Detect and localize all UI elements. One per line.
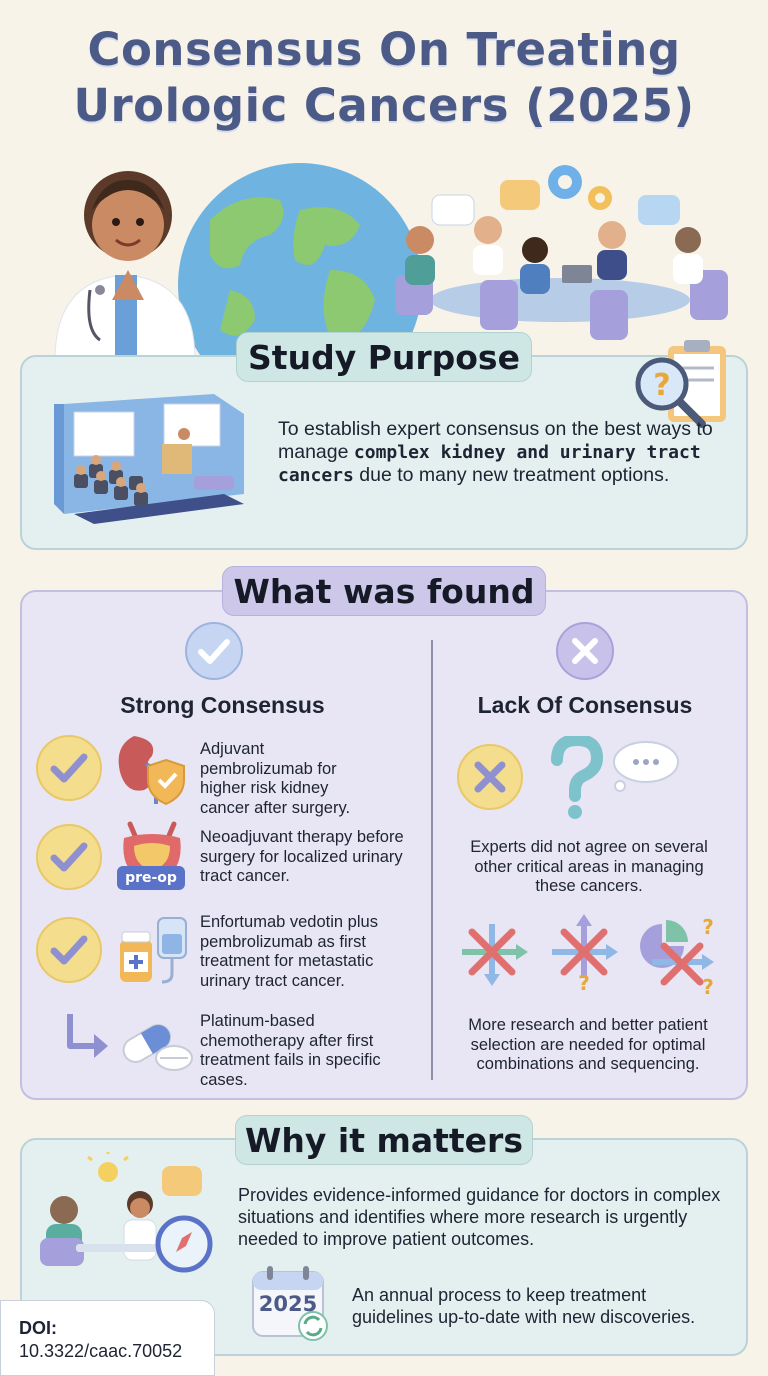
x-badge-icon xyxy=(457,744,523,810)
crossed-arrows-icon xyxy=(462,924,528,986)
doi-label: DOI: xyxy=(19,1318,57,1338)
doctor-illustration xyxy=(54,171,196,360)
medicine-iv-bag-icon xyxy=(120,917,187,984)
check-badge-icon xyxy=(36,735,102,801)
calendar-icon xyxy=(252,1266,328,1341)
team-meeting-illustration xyxy=(395,216,728,340)
kidney-shield-icon xyxy=(118,736,185,806)
pre-op-badge: pre-op xyxy=(117,866,185,890)
conference-room-illustration xyxy=(54,394,244,524)
what-was-found-heading: What was found xyxy=(222,566,546,616)
clipboard-magnifier-icon: ? xyxy=(635,340,726,428)
globe-icon xyxy=(178,163,422,360)
doi-box: DOI: 10.3322/caac.70052 xyxy=(0,1300,215,1376)
svg-text:?: ? xyxy=(702,915,714,939)
why-it-matters-heading: Why it matters xyxy=(235,1115,533,1165)
study-purpose-text-part-2: due to many new treatment options. xyxy=(353,464,670,486)
column-divider xyxy=(431,640,433,1080)
doctor-patient-consultation-illustration xyxy=(40,1152,213,1273)
why-it-matters-text-2: An annual process to keep treatment guid… xyxy=(352,1285,696,1327)
svg-text:?: ? xyxy=(653,368,670,403)
lack-text-2: More research and better patient selecti… xyxy=(468,1016,708,1073)
arrow-return-icon xyxy=(67,1014,108,1058)
study-purpose-text-bold: complex kidney and urinary tract cancers xyxy=(278,442,701,486)
study-purpose-text: To establish expert consensus on the bes… xyxy=(278,418,718,487)
calendar-year: 2025 xyxy=(258,1292,318,1316)
why-it-matters-text-1: Provides evidence-informed guidance for … xyxy=(238,1185,721,1249)
svg-text:?: ? xyxy=(578,971,590,992)
hero-illustration xyxy=(54,163,728,360)
thought-bubble-icon xyxy=(613,741,679,792)
check-badge-icon xyxy=(36,824,102,890)
svg-text:?: ? xyxy=(702,975,714,996)
gear-icon xyxy=(548,165,612,210)
strong-item-4-text: Platinum-based chemotherapy after first … xyxy=(200,1012,381,1089)
study-purpose-heading: Study Purpose xyxy=(236,332,532,382)
title-line-1: Consensus On Treating xyxy=(87,23,681,76)
strong-consensus-heading: Strong Consensus xyxy=(120,692,325,718)
question-mark-icon xyxy=(551,736,604,819)
lack-text-1: Experts did not agree on several other c… xyxy=(470,838,708,895)
page-title: Consensus On Treating Urologic Cancers (… xyxy=(0,22,768,134)
pill-capsule-icon xyxy=(122,1024,193,1071)
check-badge-icon xyxy=(36,917,102,983)
strong-item-3-text: Enfortumab vedotin plus pembrolizumab as… xyxy=(200,913,378,990)
title-line-2: Urologic Cancers (2025) xyxy=(73,79,695,132)
check-circle-icon xyxy=(185,622,243,680)
speech-bubble-icon xyxy=(431,180,680,226)
pie-chart-crossed-icon: ? ? xyxy=(640,915,714,996)
doi-link[interactable]: 10.3322/caac.70052 xyxy=(19,1341,183,1361)
strong-item-1-text: Adjuvant pembrolizumab for higher risk k… xyxy=(200,740,351,817)
x-circle-icon xyxy=(556,622,614,680)
strong-item-2-text: Neoadjuvant therapy before surgery for l… xyxy=(200,828,404,885)
crossed-arrows-icon: ? xyxy=(552,914,618,992)
study-purpose-text-part-1: To establish expert consensus on the bes… xyxy=(278,418,713,463)
lack-of-consensus-heading: Lack Of Consensus xyxy=(477,692,693,718)
